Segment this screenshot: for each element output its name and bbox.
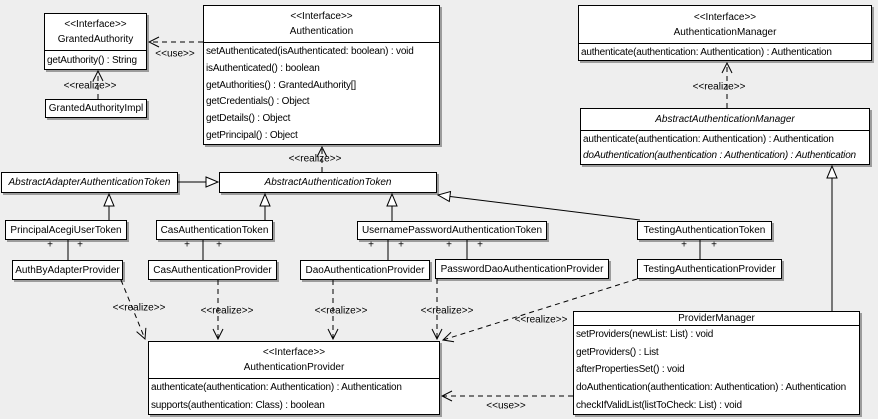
class-cas-authentication-provider[interactable]: CasAuthenticationProvider [148, 260, 277, 280]
class-testing-authentication-provider[interactable]: TestingAuthenticationProvider [637, 259, 782, 279]
edge-label-realize-testingauthenticationprovider: <<realize>> [514, 314, 568, 326]
class-name: GrantedAuthorityImpl [48, 103, 144, 114]
method: getProviders() : List [576, 346, 659, 358]
method: doAuthentication(authentication : Authen… [583, 150, 856, 162]
edge-label-realize-grantedauthorityimpl: <<realize>> [63, 80, 117, 92]
class-username-password-authentication-token[interactable]: UsernamePasswordAuthenticationToken [357, 221, 547, 240]
method: supports(authentication: Class) : boolea… [151, 399, 325, 411]
method: authenticate(authentication: Authenticat… [581, 46, 832, 58]
class-name: Authentication [289, 26, 354, 37]
class-header: AbstractAuthenticationManager [581, 109, 869, 131]
role-label-plus: + [47, 239, 53, 251]
method: getPrincipal() : Object [206, 130, 298, 142]
method: setAuthenticated(isAuthenticated: boolea… [206, 45, 414, 57]
class-granted-authority-impl[interactable]: GrantedAuthorityImpl [45, 99, 147, 118]
role-label-plus: + [681, 239, 687, 251]
edge-label-realize-authbyadapterprovider: <<realize>> [112, 302, 166, 314]
edge-label-use-grantedauthority: <<use>> [155, 48, 195, 60]
role-label-plus: + [398, 239, 404, 251]
stereotype: <<Interface>> [64, 19, 127, 30]
stereotype: <<Interface>> [290, 11, 353, 22]
class-testing-authentication-token[interactable]: TestingAuthenticationToken [637, 221, 772, 240]
class-name: CasAuthenticationToken [160, 224, 269, 236]
class-dao-authentication-provider[interactable]: DaoAuthenticationProvider [300, 260, 430, 280]
class-name: ProviderManager [678, 313, 755, 324]
class-authentication-provider[interactable]: <<Interface>> AuthenticationProvider aut… [148, 341, 440, 415]
edge-label-realize-abstractauthenticationmanager: <<realize>> [692, 81, 746, 93]
class-authentication[interactable]: <<Interface>> Authentication setAuthenti… [203, 5, 440, 145]
method: setProviders(newList: List) : void [576, 329, 714, 341]
class-principal-acegi-user-token[interactable]: PrincipalAcegiUserToken [5, 220, 127, 240]
role-label-plus: + [77, 239, 83, 251]
role-label-plus: + [368, 239, 374, 251]
class-name: AbstractAuthenticationToken [264, 177, 392, 188]
class-name: AuthenticationProvider [243, 362, 345, 373]
method: afterPropertiesSet() : void [576, 364, 685, 376]
edge-label-realize-passworddaoauthenticationprovider: <<realize>> [420, 305, 474, 317]
method: isAuthenticated() : boolean [206, 62, 320, 74]
method: getAuthorities() : GrantedAuthority[] [206, 79, 356, 91]
edge-label-realize-abstractauthenticationtoken: <<realize>> [288, 153, 342, 165]
class-name: AbstractAuthenticationManager [655, 114, 795, 125]
class-name: AbstractAdapterAuthenticationToken [8, 177, 171, 188]
method: authenticate(authentication: Authenticat… [151, 382, 402, 394]
class-name: UsernamePasswordAuthenticationToken [361, 225, 543, 236]
method: checkIfValidList(listToCheck: List) : vo… [576, 399, 742, 411]
class-name: CasAuthenticationProvider [153, 264, 272, 276]
role-label-plus: + [184, 239, 190, 251]
class-password-dao-authentication-provider[interactable]: PasswordDaoAuthenticationProvider [435, 259, 609, 279]
method: authenticate(authentication: Authenticat… [583, 133, 834, 145]
class-granted-authority[interactable]: <<Interface>> GrantedAuthority getAuthor… [44, 13, 147, 70]
method: getAuthority() : String [47, 54, 137, 66]
method: getDetails() : Object [206, 113, 291, 125]
class-name: AuthByAdapterProvider [15, 264, 120, 276]
class-auth-by-adapter-provider[interactable]: AuthByAdapterProvider [12, 260, 123, 280]
edge-label-use-providermanager: <<use>> [486, 400, 526, 412]
class-provider-manager[interactable]: ProviderManager setProviders(newList: Li… [573, 311, 860, 415]
class-name: DaoAuthenticationProvider [305, 264, 425, 276]
class-abstract-authentication-token[interactable]: AbstractAuthenticationToken [219, 172, 437, 193]
class-header: <<Interface>> GrantedAuthority [45, 14, 146, 51]
class-header: ProviderManager [574, 312, 859, 326]
class-name: TestingAuthenticationProvider [643, 263, 776, 275]
class-authentication-manager[interactable]: <<Interface>> AuthenticationManager auth… [578, 5, 872, 61]
class-cas-authentication-token[interactable]: CasAuthenticationToken [156, 220, 273, 240]
class-abstract-adapter-authentication-token[interactable]: AbstractAdapterAuthenticationToken [1, 172, 178, 193]
role-label-plus: + [711, 239, 717, 251]
stereotype: <<Interface>> [262, 347, 326, 358]
edge-label-realize-casauthenticationprovider: <<realize>> [200, 305, 254, 317]
method: getCredentials() : Object [206, 96, 310, 108]
class-header: <<Interface>> AuthenticationManager [579, 6, 871, 44]
class-header: <<Interface>> AuthenticationProvider [149, 342, 439, 379]
method: doAuthentication(authentication: Authent… [576, 382, 846, 394]
class-name: PrincipalAcegiUserToken [10, 224, 122, 236]
role-label-plus: + [216, 239, 222, 251]
class-abstract-authentication-manager[interactable]: AbstractAuthenticationManager authentica… [580, 108, 870, 165]
class-name: AuthenticationManager [673, 26, 777, 38]
class-name: PasswordDaoAuthenticationProvider [440, 263, 604, 275]
class-header: <<Interface>> Authentication [204, 6, 439, 43]
class-name: GrantedAuthority [57, 34, 134, 45]
edge-label-realize-daoauthenticationprovider: <<realize>> [314, 305, 368, 317]
class-name: TestingAuthenticationToken [643, 225, 766, 236]
role-label-plus: + [477, 239, 483, 251]
role-label-plus: + [446, 239, 452, 251]
stereotype: <<Interface>> [693, 11, 757, 23]
generalization-testingauthenticationtoken [438, 195, 641, 221]
